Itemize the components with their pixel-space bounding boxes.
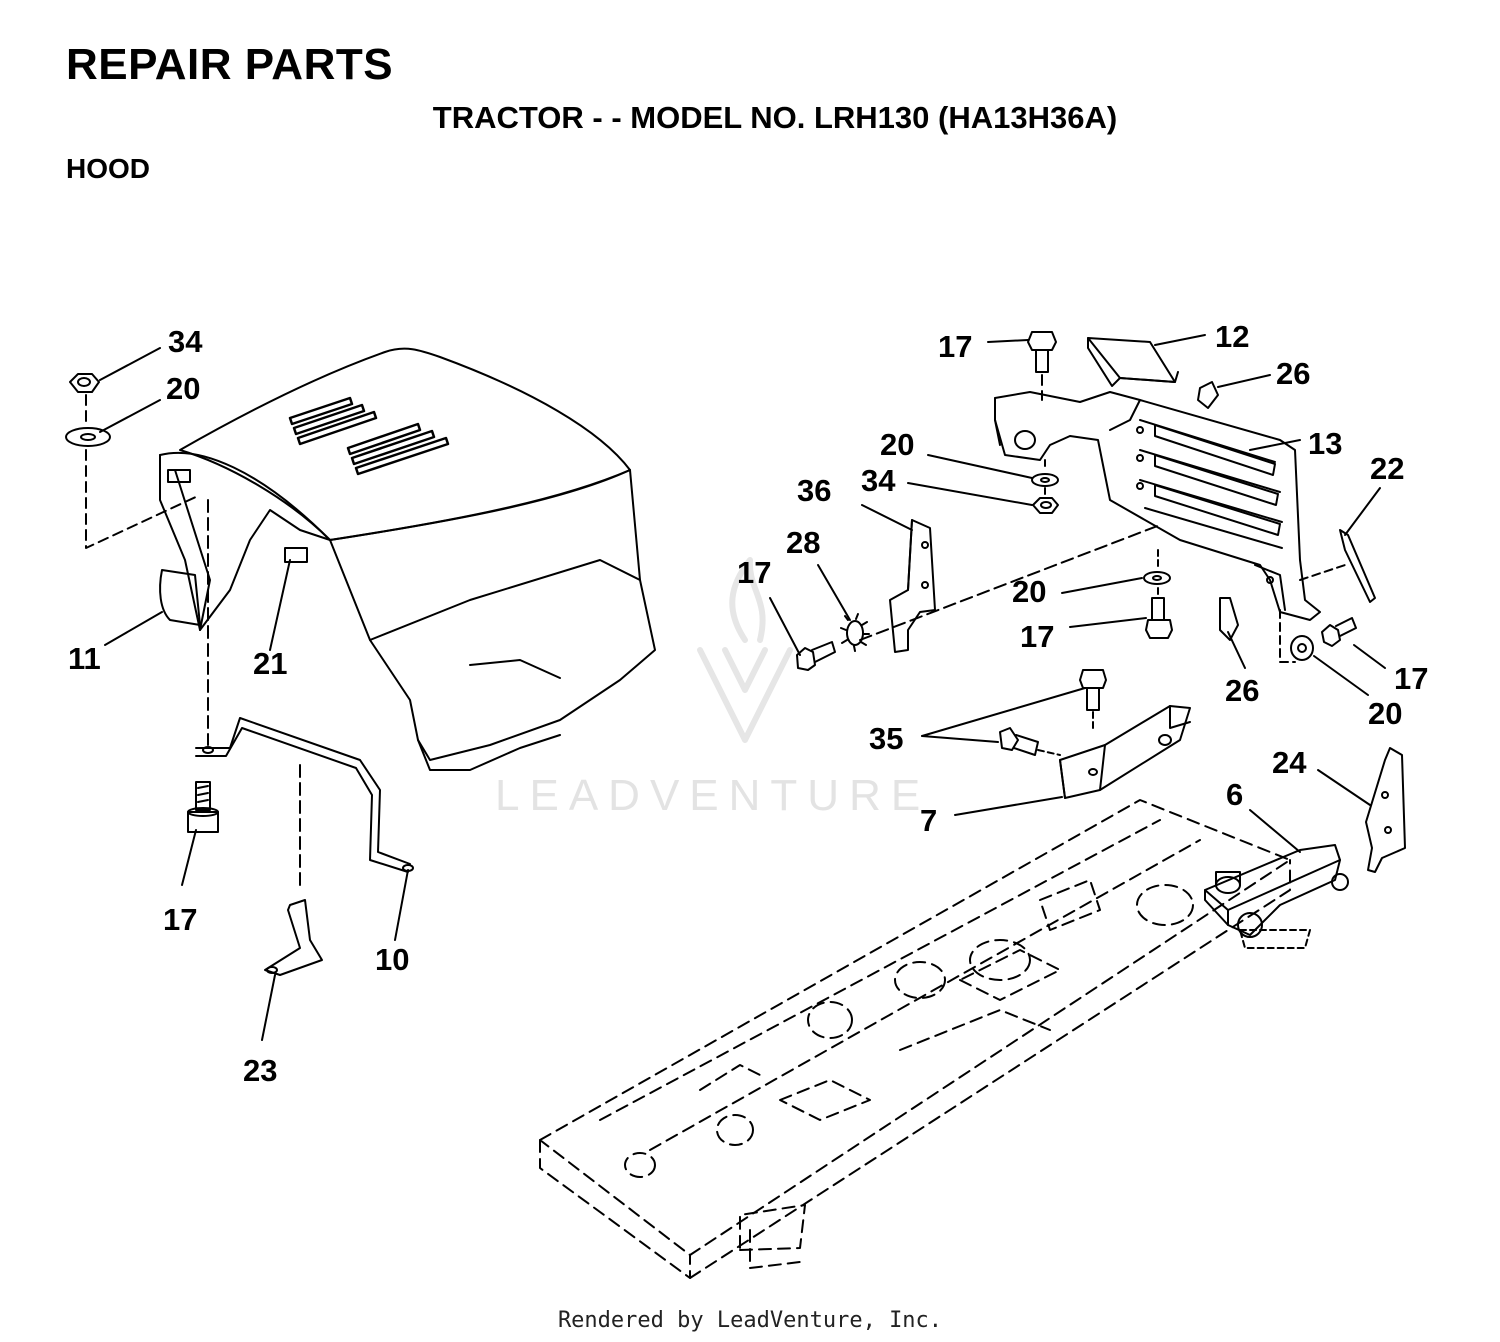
- washer-20-right: [1143, 571, 1171, 585]
- callout-23: 23: [243, 1053, 277, 1088]
- bolt-17-left: [187, 781, 219, 833]
- clip-26-top: [1197, 381, 1219, 409]
- bolt-17-top: [1027, 331, 1057, 373]
- washer-20-left: [65, 427, 111, 447]
- hood: [159, 347, 656, 771]
- callout-20-left: 20: [166, 371, 200, 406]
- callout-20-mid: 20: [880, 427, 914, 462]
- callout-11: 11: [68, 641, 101, 676]
- callout-36: 36: [797, 473, 831, 508]
- bolt-17-mid: [796, 641, 836, 671]
- callout-20-far: 20: [1368, 696, 1402, 731]
- watermark-text: LEADVENTURE: [495, 771, 930, 820]
- callout-26-top: 26: [1276, 356, 1310, 391]
- callout-6: 6: [1226, 777, 1243, 812]
- callout-17-right: 17: [1020, 619, 1054, 654]
- callout-34-left: 34: [168, 324, 203, 359]
- tractor-frame: [539, 799, 1291, 1279]
- hood-bar-10: [195, 717, 414, 873]
- page-title: REPAIR PARTS: [66, 40, 394, 89]
- bumper-22: [1339, 529, 1376, 603]
- callout-34-mid: 34: [861, 463, 896, 498]
- callout-13: 13: [1308, 426, 1342, 461]
- callout-17-mid: 17: [737, 555, 771, 590]
- callout-26-bottom: 26: [1225, 673, 1259, 708]
- callout-10: 10: [375, 942, 409, 977]
- callout-12: 12: [1215, 319, 1249, 354]
- callout-20-right: 20: [1012, 574, 1046, 609]
- lockwasher-28: [840, 613, 870, 652]
- bracket-36: [889, 519, 936, 653]
- bolt-17-right: [1145, 597, 1173, 639]
- bolt-35-left: [999, 727, 1039, 756]
- plate-12: [1087, 337, 1179, 387]
- bracket-7: [1059, 705, 1191, 799]
- bracket-23: [264, 899, 323, 976]
- bolt-17-far: [1321, 617, 1357, 647]
- hood-vents: [288, 396, 450, 476]
- callout-17-left: 17: [163, 902, 197, 937]
- washer-20-mid: [1031, 473, 1059, 487]
- nut-34-left: [69, 373, 100, 393]
- nut-34-mid: [1032, 497, 1059, 514]
- model-subtitle: TRACTOR - - MODEL NO. LRH130 (HA13H36A): [432, 100, 1118, 135]
- washer-20-far: [1290, 635, 1314, 661]
- pivot-6: [1204, 844, 1349, 949]
- bolt-35-top: [1079, 669, 1107, 711]
- callout-7: 7: [920, 803, 937, 838]
- clip-26-bottom: [1219, 597, 1239, 641]
- grille-13: [994, 391, 1321, 621]
- callout-24: 24: [1272, 745, 1307, 780]
- callout-22: 22: [1370, 451, 1404, 486]
- bracket-24: [1365, 747, 1406, 873]
- callout-21: 21: [253, 646, 287, 681]
- watermark-logo: [697, 557, 793, 743]
- section-label: HOOD: [66, 153, 150, 184]
- callout-35: 35: [869, 721, 903, 756]
- callout-17-far: 17: [1394, 661, 1428, 696]
- callout-17-top: 17: [938, 329, 972, 364]
- footer-credit: Rendered by LeadVenture, Inc.: [557, 1308, 943, 1333]
- callout-28: 28: [786, 525, 820, 560]
